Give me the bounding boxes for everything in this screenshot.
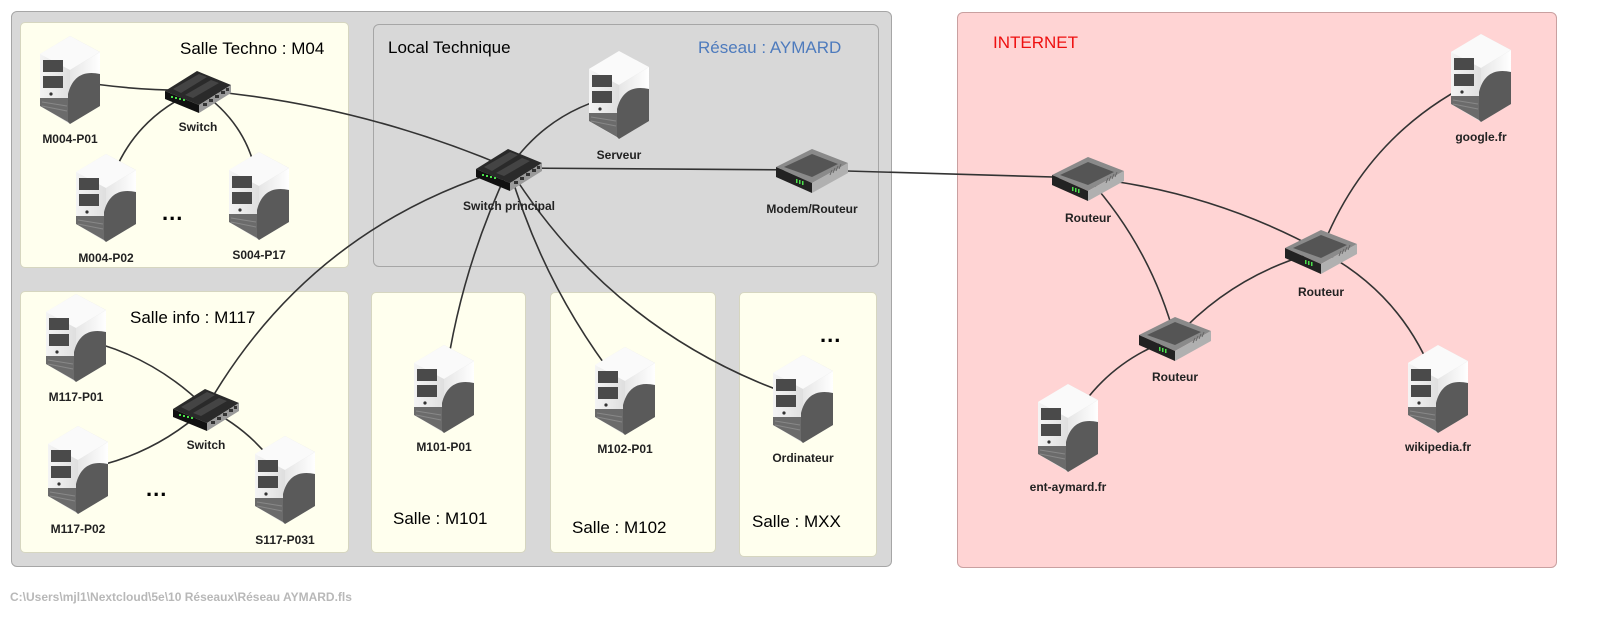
network-title: Réseau : AYMARD bbox=[698, 38, 842, 57]
device-label-m102-p01: M102-P01 bbox=[597, 442, 653, 456]
router-icon[interactable] bbox=[1050, 153, 1126, 208]
ellipsis-more-rooms: ... bbox=[820, 322, 842, 347]
computer-tower-icon[interactable] bbox=[227, 150, 291, 247]
computer-tower-icon[interactable] bbox=[38, 34, 102, 131]
device-label-s117-p031: S117-P031 bbox=[255, 533, 315, 547]
router-icon[interactable] bbox=[1283, 226, 1359, 281]
device-label-switch-principal: Switch principal bbox=[462, 199, 556, 213]
device-label-ent-aymard: ent-aymard.fr bbox=[1029, 480, 1107, 494]
device-label-s004-p17: S004-P17 bbox=[232, 248, 286, 262]
router-icon[interactable] bbox=[1137, 313, 1213, 368]
device-label-m004-p02: M004-P02 bbox=[78, 251, 134, 265]
device-label-switch-m117: Switch bbox=[186, 438, 226, 452]
computer-tower-icon[interactable] bbox=[1449, 32, 1513, 129]
network-switch-icon[interactable] bbox=[474, 145, 544, 196]
zone-title-salle-mxx: Salle : MXX bbox=[752, 512, 841, 531]
computer-tower-icon[interactable] bbox=[412, 343, 476, 440]
zone-title-salle-m101: Salle : M101 bbox=[393, 509, 488, 528]
zone-title-local-technique: Local Technique bbox=[388, 38, 511, 57]
zone-title-salle-techno: Salle Techno : M04 bbox=[180, 39, 325, 58]
computer-tower-icon[interactable] bbox=[1406, 343, 1470, 440]
computer-tower-icon[interactable] bbox=[253, 434, 317, 531]
computer-tower-icon[interactable] bbox=[1036, 382, 1100, 479]
device-label-m101-p01: M101-P01 bbox=[416, 440, 472, 454]
zone-title-salle-m102: Salle : M102 bbox=[572, 518, 667, 537]
computer-tower-icon[interactable] bbox=[587, 49, 651, 146]
device-label-routeur-2: Routeur bbox=[1298, 285, 1344, 299]
device-label-switch-m04: Switch bbox=[178, 120, 218, 134]
computer-tower-icon[interactable] bbox=[593, 345, 657, 442]
ellipsis-more-computers: ... bbox=[146, 476, 168, 501]
device-label-ordinateur: Ordinateur bbox=[772, 451, 834, 465]
computer-tower-icon[interactable] bbox=[46, 424, 110, 521]
device-label-routeur-1: Routeur bbox=[1065, 211, 1111, 225]
zone-title-salle-info: Salle info : M117 bbox=[130, 308, 256, 327]
device-label-wikipedia: wikipedia.fr bbox=[1404, 440, 1472, 454]
router-icon[interactable] bbox=[774, 145, 850, 200]
computer-tower-icon[interactable] bbox=[44, 292, 108, 389]
computer-tower-icon[interactable] bbox=[771, 353, 835, 450]
device-label-google: google.fr bbox=[1455, 130, 1507, 144]
device-label-serveur: Serveur bbox=[596, 148, 642, 162]
network-switch-icon[interactable] bbox=[163, 67, 233, 118]
device-label-m004-p01: M004-P01 bbox=[42, 132, 98, 146]
zone-title-internet: INTERNET bbox=[993, 33, 1078, 52]
device-label-modem-routeur: Modem/Routeur bbox=[766, 202, 858, 216]
computer-tower-icon[interactable] bbox=[74, 152, 138, 249]
device-label-m117-p02: M117-P02 bbox=[50, 522, 106, 536]
network-switch-icon[interactable] bbox=[171, 385, 241, 436]
device-label-m117-p01: M117-P01 bbox=[48, 390, 104, 404]
ellipsis-more-computers: ... bbox=[162, 200, 184, 225]
file-path: C:\Users\mjl1\Nextcloud\5e\10 Réseaux\Ré… bbox=[10, 590, 352, 604]
device-label-routeur-3: Routeur bbox=[1152, 370, 1198, 384]
